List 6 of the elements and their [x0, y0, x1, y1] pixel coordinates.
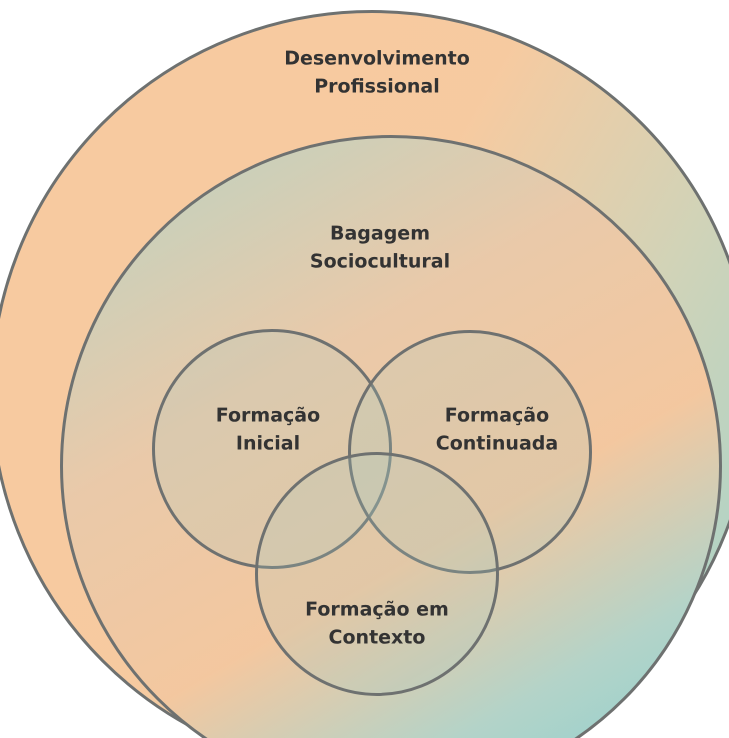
circle-label: Formação Inicial [214, 403, 322, 456]
circle-label: Formação em Contexto [304, 597, 450, 650]
circle-label: Bagagem Sociocultural [308, 221, 452, 274]
circle-label: Formação Continuada [434, 403, 560, 456]
circle-label: Desenvolvimento Profissional [283, 46, 471, 99]
circle [0, 10, 729, 738]
